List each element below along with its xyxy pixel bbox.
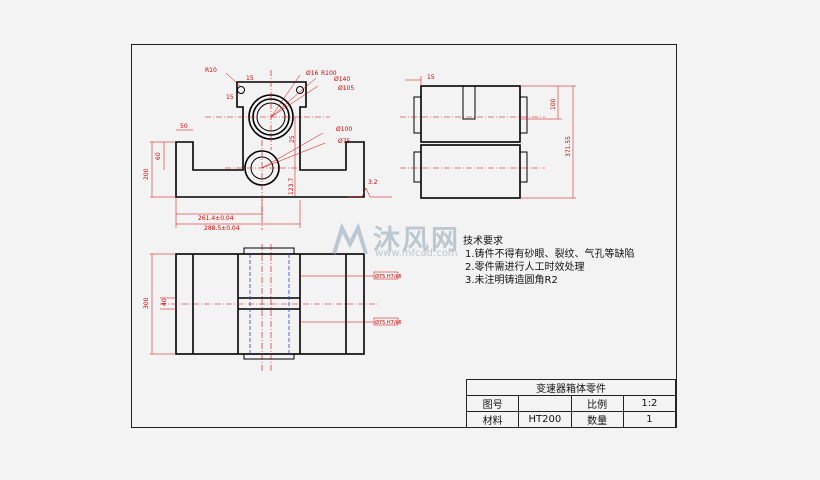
notes-line-3: 3.未注明铸造圆角R2	[465, 275, 558, 286]
side-view	[413, 85, 528, 199]
side-upper-left-flange	[413, 96, 422, 134]
dim-371-55: 371.55	[565, 136, 572, 157]
dim-d75: Ø75	[338, 138, 351, 145]
front-outline	[175, 81, 365, 198]
dim-15-side: 15	[427, 74, 435, 81]
dim-300: 300	[143, 297, 150, 309]
side-upper-right-flange	[519, 96, 528, 134]
dim-r100: R100	[321, 70, 337, 77]
side-lower-left-flange	[413, 151, 422, 183]
dim-15-top: 15	[246, 75, 254, 82]
dim-d140: Ø140	[334, 76, 350, 83]
notes-line-1: 1.铸件不得有砂眼、裂纹、气孔等缺陷	[465, 249, 635, 260]
side-lower-block	[420, 144, 521, 199]
dim-50: 50	[180, 123, 188, 130]
dim-288-5: 288.5±0.04	[204, 225, 240, 232]
part-name: 变速器箱体零件	[466, 379, 676, 396]
front-view	[175, 81, 365, 198]
front-dimension-lines	[150, 72, 392, 228]
dim-d100: Ø100	[336, 126, 352, 133]
dim-15-left: 15	[226, 94, 234, 101]
bolt-hole-tl	[237, 86, 245, 94]
top-view	[175, 247, 365, 360]
side-slot	[462, 86, 476, 120]
material-value: HT200	[518, 411, 572, 428]
scale-label: 比例	[570, 395, 624, 412]
dim-tol-1: Ø75 H7/k6	[375, 273, 402, 280]
scale-value: 1:2	[622, 395, 677, 412]
dim-261-4: 261.4±0.04	[198, 215, 234, 222]
front-centerlines	[205, 70, 330, 230]
top-centerlines	[160, 244, 380, 372]
drawing-no-value	[518, 395, 572, 412]
dim-tol-2: Ø75 H7/k6	[375, 319, 402, 326]
dim-200: 200	[143, 168, 150, 180]
dim-d105: Ø105	[338, 85, 354, 92]
side-dimension-lines	[405, 76, 576, 199]
side-centerlines	[400, 116, 545, 169]
watermark-logo-icon	[332, 222, 368, 255]
dim-r10: R10	[205, 67, 217, 74]
quantity-value: 1	[622, 411, 677, 428]
quantity-label: 数量	[570, 411, 624, 428]
side-upper-block	[420, 85, 521, 143]
dim-100-side: 100	[550, 98, 557, 110]
watermark: 沐风网 www.mfcad.com	[330, 218, 500, 262]
dim-roughness: 3.2	[368, 179, 378, 186]
drawing-no-label: 图号	[465, 395, 520, 412]
dim-25: 25	[289, 135, 296, 143]
top-dimension-lines	[150, 253, 399, 355]
notes-title: 技术要求	[463, 236, 503, 247]
side-lower-right-flange	[519, 151, 528, 183]
bolt-hole-tr	[296, 86, 304, 94]
watermark-url: www.mfcad.com	[375, 248, 458, 259]
watermark-brand: 沐风网	[373, 225, 460, 256]
dim-40: 40	[161, 298, 168, 306]
top-boss-top	[243, 247, 295, 255]
notes-line-2: 2.零件需进行人工时效处理	[465, 262, 585, 273]
top-boss-bottom	[243, 353, 295, 360]
dim-123-7: 123.7	[288, 178, 295, 195]
title-block: 变速器箱体零件 图号 比例 1:2 材料 HT200 数量 1	[465, 379, 677, 428]
dim-d16: Ø16	[306, 70, 319, 77]
dim-60: 60	[155, 152, 162, 160]
material-label: 材料	[465, 411, 520, 428]
